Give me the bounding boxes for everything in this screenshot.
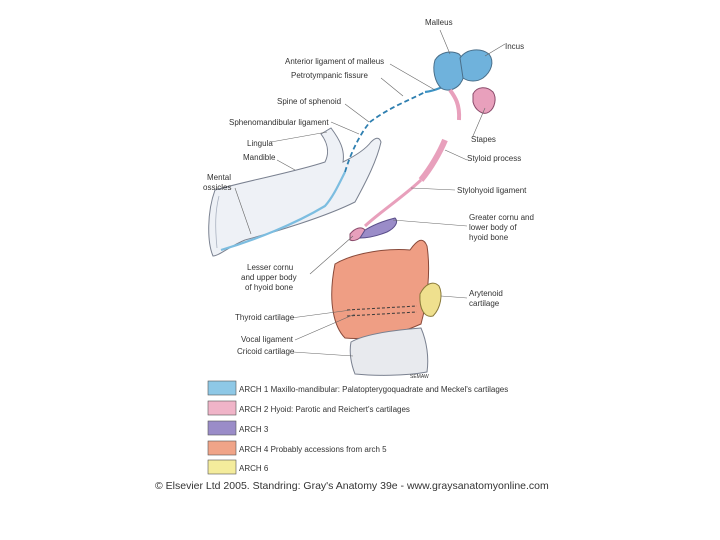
styloid-process	[418, 138, 448, 182]
label-petrotympanic-fissure: Petrotympanic fissure	[291, 71, 368, 80]
legend-swatch-arch-4	[207, 440, 237, 456]
stylohyoid-ligament	[363, 178, 423, 228]
label-arytenoid-line1: Arytenoid	[469, 289, 503, 298]
stapes	[472, 87, 496, 114]
legend-label-arch-2: ARCH 2 Hyoid: Parotic and Reichert's car…	[239, 405, 410, 414]
legend: ARCH 1 Maxillo-mandibular: Palatopterygo…	[207, 380, 508, 475]
label-mental-ossicles-line1: Mental	[207, 173, 231, 182]
label-greater-cornu-line1: Greater cornu and	[469, 213, 534, 222]
vocal-ligament	[346, 305, 418, 311]
legend-label-arch-1: ARCH 1 Maxillo-mandibular: Palatopterygo…	[239, 385, 508, 394]
legend-swatch-arch-2	[207, 400, 237, 416]
label-incus: Incus	[505, 42, 524, 51]
label-styloid-process: Styloid process	[467, 154, 521, 163]
label-lingula: Lingula	[247, 139, 273, 148]
label-vocal-ligament: Vocal ligament	[241, 335, 294, 344]
legend-label-arch-3: ARCH 3	[239, 425, 269, 434]
legend-swatch-arch-3	[207, 420, 237, 436]
label-lesser-cornu-line3: of hyoid bone	[245, 283, 294, 292]
legend-label-arch-4: ARCH 4 Probably accessions from arch 5	[239, 445, 387, 454]
sphenomandibular-ligament	[344, 91, 426, 173]
label-greater-cornu-line3: hyoid bone	[469, 233, 509, 242]
artist-signature: SEMAW	[410, 374, 429, 380]
legend-label-arch-6: ARCH 6	[239, 464, 269, 473]
incus	[459, 49, 493, 82]
label-lesser-cornu-line1: Lesser cornu	[247, 263, 293, 272]
copyright-credit: © Elsevier Ltd 2005. Standring: Gray's A…	[155, 480, 549, 492]
label-spine-of-sphenoid: Spine of sphenoid	[277, 97, 341, 106]
label-stapes: Stapes	[471, 135, 496, 144]
label-sphenomandibular-ligament: Sphenomandibular ligament	[229, 118, 329, 127]
label-malleus: Malleus	[425, 18, 453, 27]
legend-swatch-arch-6	[207, 459, 237, 475]
arytenoid-cartilage	[419, 282, 442, 317]
thyroid-cartilage	[331, 239, 430, 339]
hyoid-greater-cornu	[359, 217, 398, 239]
meckels-cartilage	[220, 171, 346, 252]
label-mandible: Mandible	[243, 153, 276, 162]
label-mental-ossicles-line2: ossicles	[203, 183, 231, 192]
label-greater-cornu-line2: lower body of	[469, 223, 517, 232]
label-stylohyoid-ligament: Stylohyoid ligament	[457, 186, 527, 195]
cricoid-cartilage	[349, 327, 429, 376]
malleus	[433, 51, 466, 91]
pharyngeal-arch-derivatives-figure: Malleus Incus Anterior ligament of malle…	[155, 12, 585, 492]
label-cricoid-cartilage: Cricoid cartilage	[237, 347, 295, 356]
label-arytenoid-line2: cartilage	[469, 299, 500, 308]
label-thyroid-cartilage: Thyroid cartilage	[235, 313, 295, 322]
label-anterior-ligament-of-malleus: Anterior ligament of malleus	[285, 57, 384, 66]
legend-swatch-arch-1	[207, 380, 237, 396]
label-lesser-cornu-line2: and upper body	[241, 273, 297, 282]
